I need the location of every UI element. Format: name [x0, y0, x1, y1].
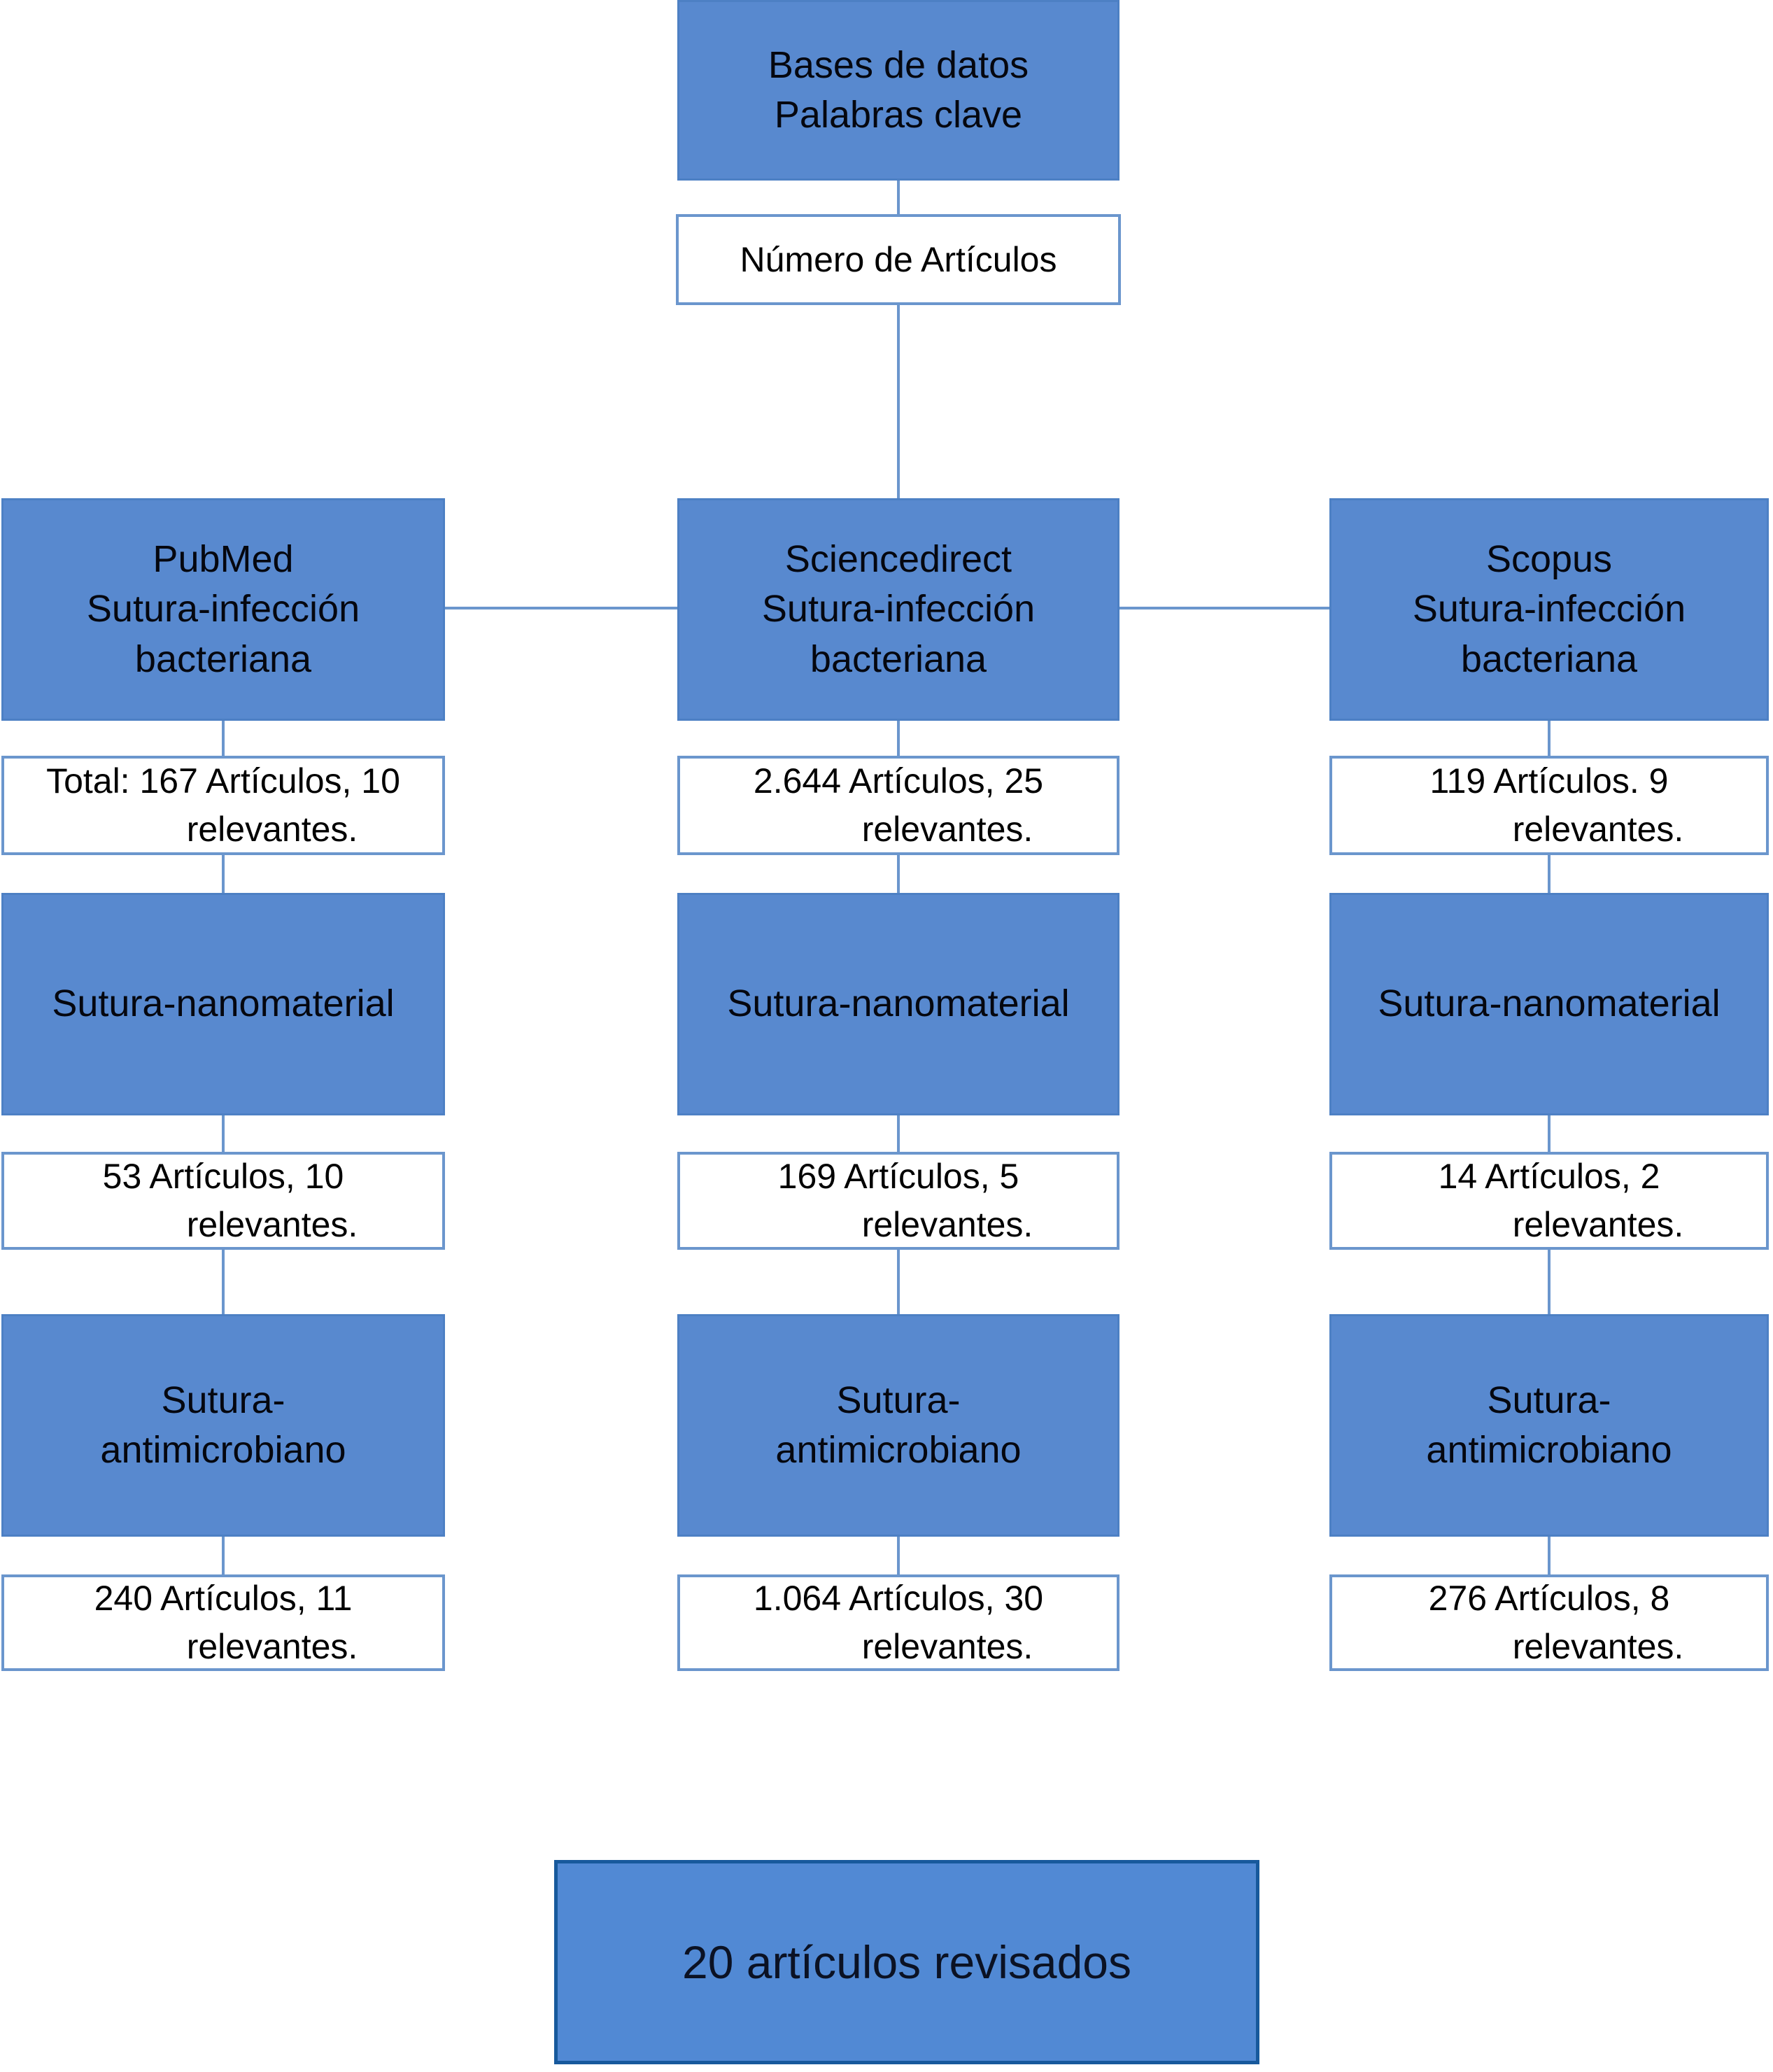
scopus-connector-1 [1548, 721, 1551, 756]
sciencedirect-stat3-line2: relevantes. [861, 1627, 1033, 1666]
article-count-box: Número de Artículos [676, 214, 1121, 305]
sciencedirect-stat3-box: 1.064 Artículos, 30 relevantes. [677, 1574, 1119, 1671]
scopus-stat3-line2: relevantes. [1512, 1627, 1684, 1666]
source-box: Bases de datos Palabras clave [677, 0, 1119, 181]
sciencedirect-connector-1 [897, 721, 900, 756]
sciencedirect-stat3-line1: 1.064 Artículos, 30 [753, 1579, 1044, 1618]
scopus-header-box: Scopus Sutura-infección bacteriana [1329, 498, 1769, 721]
sciencedirect-nanomaterial-box: Sutura-nanomaterial [677, 893, 1119, 1115]
sciencedirect-header-box: Sciencedirect Sutura-infección bacterian… [677, 498, 1119, 721]
sciencedirect-connector-4 [897, 1250, 900, 1314]
pubmed-nanomaterial-box: Sutura-nanomaterial [1, 893, 445, 1115]
pubmed-stat1-line1: Total: 167 Artículos, 10 [46, 761, 400, 801]
pubmed-antimicrobial-box: Sutura- antimicrobiano [1, 1314, 445, 1537]
scopus-stat3-box: 276 Artículos, 8 relevantes. [1329, 1574, 1769, 1671]
connector-pubmed-sciencedirect [445, 607, 677, 609]
sciencedirect-stat2-box: 169 Artículos, 5 relevantes. [677, 1152, 1119, 1250]
sciencedirect-connector-3 [897, 1115, 900, 1152]
scopus-stat2-line1: 14 Artículos, 2 [1438, 1157, 1660, 1196]
sciencedirect-connector-2 [897, 855, 900, 893]
scopus-stat3-line1: 276 Artículos, 8 [1428, 1579, 1670, 1618]
pubmed-stat3-box: 240 Artículos, 11 relevantes. [1, 1574, 445, 1671]
sciencedirect-stat2-line1: 169 Artículos, 5 [777, 1157, 1019, 1196]
sciencedirect-stat1-line2: relevantes. [861, 810, 1033, 849]
pubmed-header-box: PubMed Sutura-infección bacteriana [1, 498, 445, 721]
pubmed-stat3-line1: 240 Artículos, 11 [94, 1579, 353, 1618]
scopus-connector-4 [1548, 1250, 1551, 1314]
pubmed-connector-3 [222, 1115, 225, 1152]
pubmed-stat1-box: Total: 167 Artículos, 10 relevantes. [1, 756, 445, 855]
pubmed-stat3-line2: relevantes. [186, 1627, 358, 1666]
pubmed-stat2-line1: 53 Artículos, 10 [102, 1157, 344, 1196]
result-label: 20 artículos revisados [682, 1936, 1131, 1988]
pubmed-stat2-line2: relevantes. [186, 1205, 358, 1244]
sciencedirect-stat1-line1: 2.644 Artículos, 25 [753, 761, 1044, 801]
scopus-stat2-box: 14 Artículos, 2 relevantes. [1329, 1152, 1769, 1250]
connector-sciencedirect-scopus [1119, 607, 1329, 609]
pubmed-connector-1 [222, 721, 225, 756]
pubmed-connector-4 [222, 1250, 225, 1314]
sciencedirect-connector-5 [897, 1537, 900, 1574]
scopus-stat1-box: 119 Artículos. 9 relevantes. [1329, 756, 1769, 855]
connector-count-header [897, 305, 900, 498]
scopus-connector-2 [1548, 855, 1551, 893]
pubmed-connector-2 [222, 855, 225, 893]
scopus-antimicrobial-box: Sutura- antimicrobiano [1329, 1314, 1769, 1537]
scopus-stat2-line2: relevantes. [1512, 1205, 1684, 1244]
sciencedirect-stat1-box: 2.644 Artículos, 25 relevantes. [677, 756, 1119, 855]
scopus-connector-5 [1548, 1537, 1551, 1574]
pubmed-connector-5 [222, 1537, 225, 1574]
article-count-label: Número de Artículos [740, 239, 1057, 279]
pubmed-stat1-line2: relevantes. [186, 810, 358, 849]
pubmed-stat2-box: 53 Artículos, 10 relevantes. [1, 1152, 445, 1250]
sciencedirect-stat2-line2: relevantes. [861, 1205, 1033, 1244]
sciencedirect-antimicrobial-box: Sutura- antimicrobiano [677, 1314, 1119, 1537]
connector-source-count [897, 181, 900, 214]
scopus-connector-3 [1548, 1115, 1551, 1152]
result-box: 20 artículos revisados [554, 1860, 1259, 2064]
scopus-stat1-line1: 119 Artículos. 9 [1429, 761, 1669, 801]
scopus-nanomaterial-box: Sutura-nanomaterial [1329, 893, 1769, 1115]
scopus-stat1-line2: relevantes. [1512, 810, 1684, 849]
